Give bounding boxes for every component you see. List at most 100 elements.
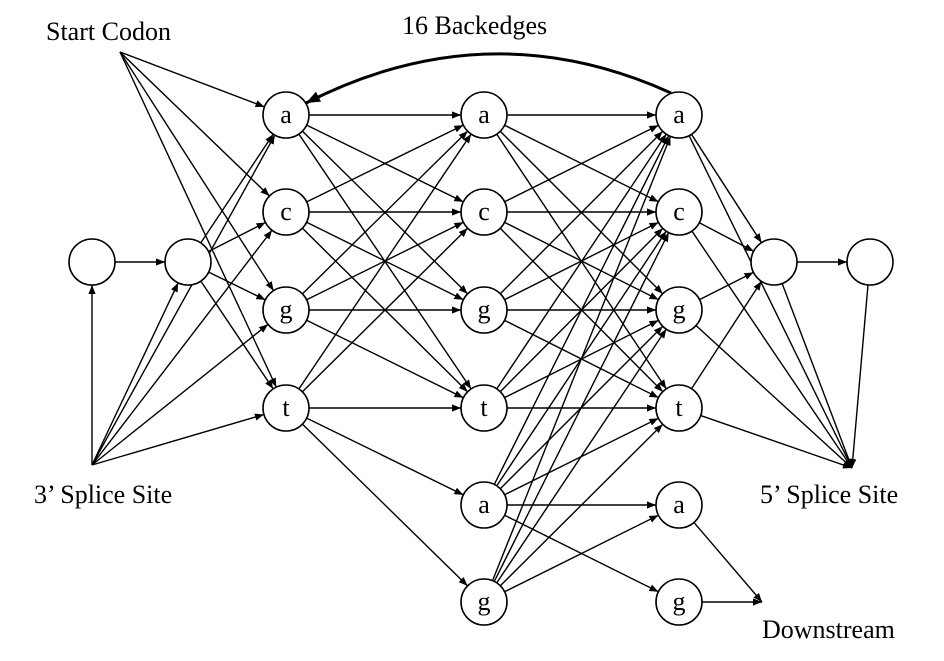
backedges-label: 16 Backedges	[402, 11, 547, 40]
nodes: a c g t a c g t a g a c g t a g	[68, 91, 894, 626]
node-in0	[68, 238, 116, 286]
edge-splice3-c1t	[91, 413, 265, 466]
edges	[88, 51, 869, 606]
node-c2g: g	[460, 286, 508, 334]
edge-startcodon-c1c	[119, 51, 270, 197]
splice5-label: 5’ Splice Site	[760, 480, 898, 509]
node-c3c: c	[655, 188, 703, 236]
edge-c2g2-c3a	[491, 136, 672, 581]
edge-in1-c1g	[208, 271, 266, 301]
node-label: c	[673, 197, 685, 226]
node-c1g: g	[262, 286, 310, 334]
node-label: a	[673, 100, 685, 129]
node-label: c	[478, 197, 490, 226]
start-codon-label: Start Codon	[46, 17, 171, 46]
node-circle	[460, 91, 508, 139]
node-label: g	[673, 295, 686, 324]
node-circle	[262, 91, 310, 139]
node-c1t: t	[262, 384, 310, 432]
node-c2c: c	[460, 188, 508, 236]
node-circle	[655, 481, 703, 529]
node-circle	[262, 384, 310, 432]
node-label: t	[480, 393, 488, 422]
node-circle	[460, 578, 508, 626]
node-c3t: t	[655, 384, 703, 432]
node-circle	[460, 286, 508, 334]
edge-c2t-c3a	[496, 133, 667, 390]
edge-splice3-c1g	[91, 323, 269, 466]
edge-startcodon-c1t	[119, 51, 277, 388]
node-label: a	[478, 490, 490, 519]
node-label: a	[673, 490, 685, 519]
edge-c2c-c3a	[504, 124, 659, 203]
node-c1a: a	[262, 91, 310, 139]
node-c3a2: a	[655, 481, 703, 529]
edge-c1t-c2a2	[306, 417, 464, 496]
edge-in1-c1a	[200, 133, 274, 244]
node-circle	[655, 286, 703, 334]
edge-c1t-c2a	[298, 133, 472, 390]
node-c3g2: g	[655, 578, 703, 626]
node-circle	[655, 91, 703, 139]
node-in1	[164, 238, 212, 286]
edge-c2g-c3a	[499, 130, 664, 295]
edge-c1t-c2g2	[301, 423, 469, 587]
edge-c2g2-c3g	[496, 328, 667, 584]
node-circle	[750, 238, 798, 286]
edge-c1t-c2c	[301, 227, 469, 393]
node-label: t	[282, 393, 290, 422]
edge-c2g2-c3a2	[504, 514, 659, 593]
edge-out0-splice5	[781, 283, 853, 469]
node-label: c	[280, 197, 292, 226]
node-label: g	[478, 295, 491, 324]
node-label: g	[280, 295, 293, 324]
edge-c3g-out0	[699, 271, 754, 301]
node-out1	[846, 238, 894, 286]
edge-c3a-splice5	[688, 135, 853, 469]
downstream-label: Downstream	[762, 615, 895, 644]
node-circle	[164, 238, 212, 286]
node-label: a	[280, 100, 292, 129]
edge-c3c-out0	[699, 222, 754, 252]
edge-c3t-splice5	[700, 414, 853, 469]
edge-c2a2-c3a	[493, 135, 670, 485]
node-c2a2: a	[460, 481, 508, 529]
edge-splice3-c1a	[91, 134, 276, 466]
node-circle	[460, 384, 508, 432]
node-c1c: c	[262, 188, 310, 236]
edge-c1g-c2t	[306, 319, 464, 399]
node-circle	[68, 238, 116, 286]
node-label: t	[675, 393, 683, 422]
node-c2g2: g	[460, 578, 508, 626]
node-c2t: t	[460, 384, 508, 432]
node-circle	[655, 578, 703, 626]
edge-c3a2-downstream	[693, 522, 763, 603]
backedge-arc	[305, 52, 672, 105]
node-out0	[750, 238, 798, 286]
edge-c3t-out0	[690, 280, 763, 390]
node-c2a: a	[460, 91, 508, 139]
edge-in1-c1c	[208, 221, 266, 253]
edge-startcodon-c1a	[119, 51, 265, 108]
splice3-label: 3’ Splice Site	[34, 480, 172, 509]
edge-c2g2-c3t	[499, 423, 664, 587]
edge-c3c-splice5	[691, 230, 853, 469]
edge-startcodon-c1g	[119, 51, 275, 292]
node-circle	[460, 481, 508, 529]
node-label: a	[478, 100, 490, 129]
node-circle	[262, 188, 310, 236]
edge-c2g2-c3c	[493, 232, 670, 582]
node-c3g: g	[655, 286, 703, 334]
node-label: g	[673, 587, 686, 616]
edge-c1g-c2a	[301, 130, 469, 295]
edge-c3g-splice5	[695, 324, 853, 469]
edge-c1c-c2a	[306, 124, 464, 203]
node-c3a: a	[655, 91, 703, 139]
node-circle	[460, 188, 508, 236]
edge-splice3-c1c	[91, 229, 273, 466]
node-circle	[655, 384, 703, 432]
edge-in1-c1t	[200, 280, 274, 390]
edge-splice3-in1	[91, 282, 179, 466]
edge-out1-splice5	[849, 284, 869, 469]
